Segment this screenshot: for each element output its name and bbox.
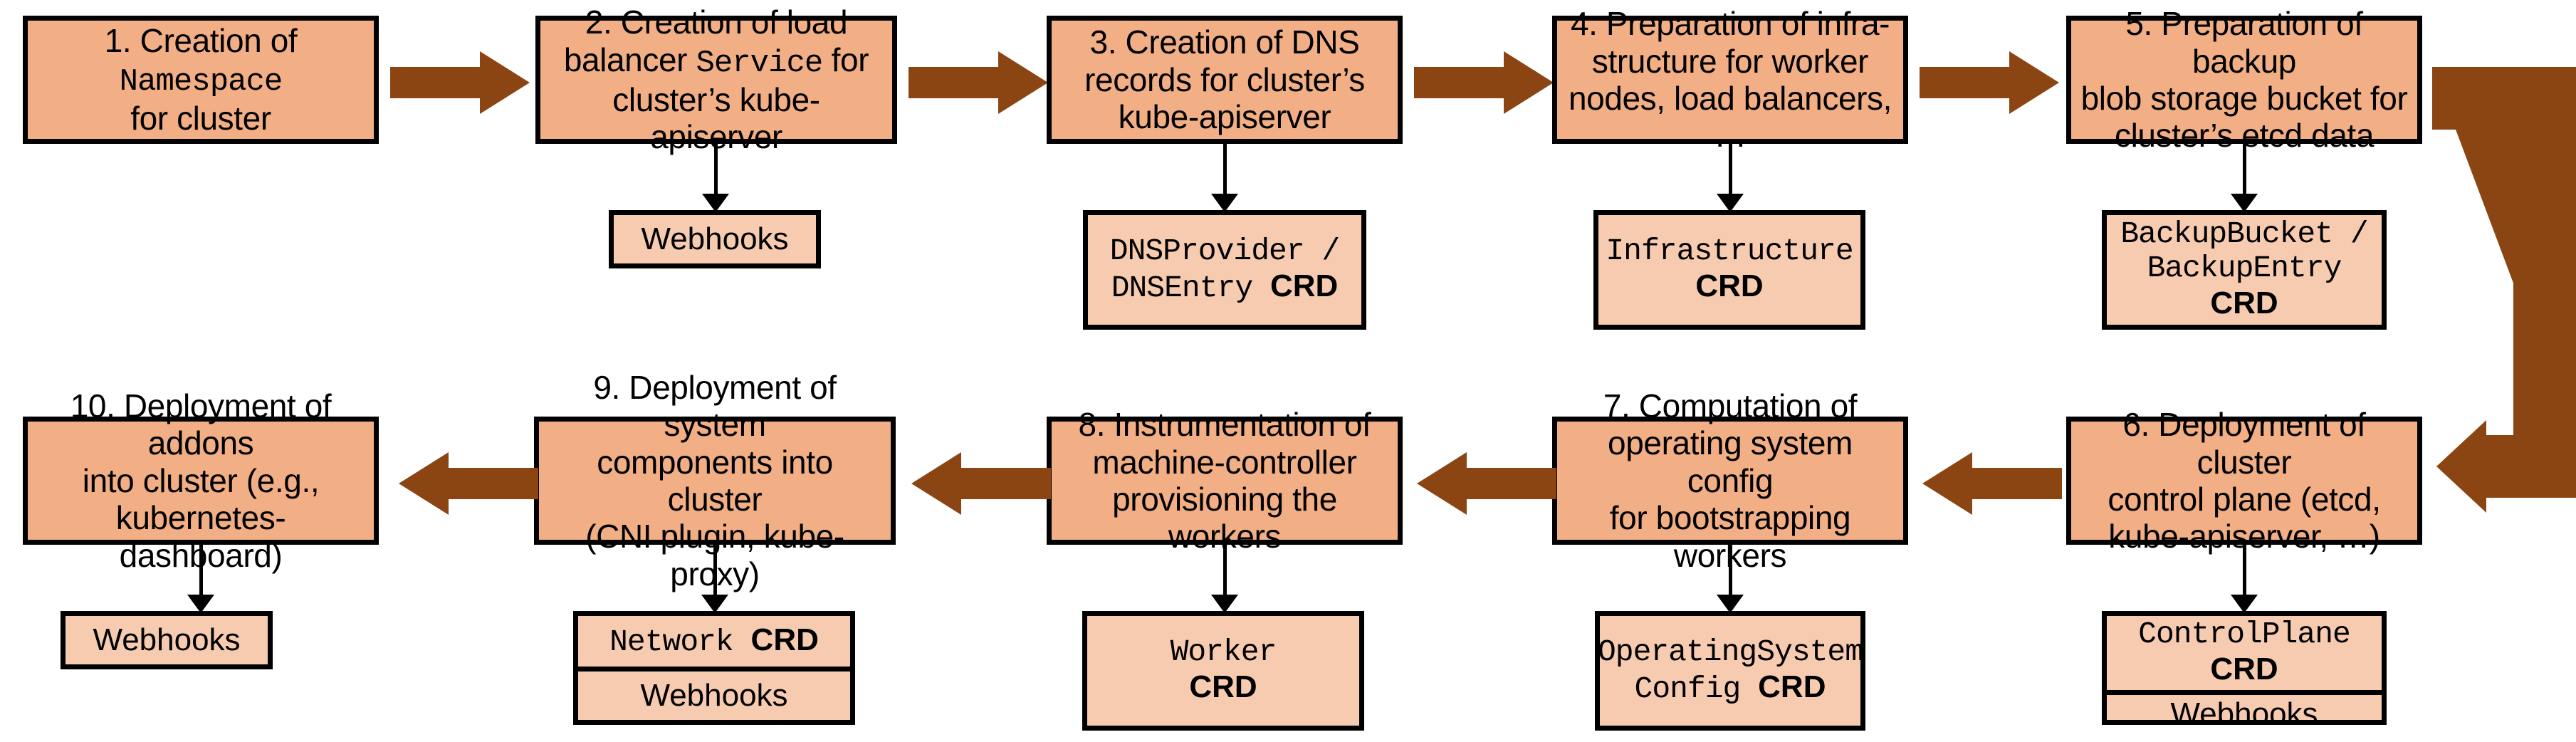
connector-5-sub-arrowhead (2231, 194, 2258, 212)
flow-arrow-6-7 (1922, 452, 2062, 515)
sub-row-network-webhooks: Webhooks (578, 666, 850, 720)
connector-3-sub (1223, 144, 1227, 202)
connector-7-sub-arrowhead (1717, 595, 1744, 613)
flow-arrow-5-6 (2432, 51, 2576, 528)
sub-label-controlplane-webhooks: Webhooks (2170, 696, 2318, 732)
sub-row-webhooks: Webhooks (614, 215, 816, 263)
flow-arrow-7-8 (1417, 452, 1556, 515)
connector-4-sub-arrowhead (1717, 194, 1744, 212)
connector-5-sub (2243, 144, 2246, 202)
connector-7-sub (1729, 545, 1732, 603)
step-label-4: 4. Preparation of infra-structure for wo… (1568, 5, 1892, 155)
flow-arrow-9-10 (399, 452, 538, 515)
sub-box-10-webhooks[interactable]: Webhooks (61, 611, 273, 669)
sub-label-backup-crd: BackupBucket /BackupEntry CRD (2120, 216, 2368, 321)
connector-6-sub (2243, 545, 2246, 603)
connector-3-sub-arrowhead (1211, 194, 1238, 212)
sub-box-2-webhooks[interactable]: Webhooks (609, 210, 821, 268)
connector-8-sub (1223, 545, 1227, 603)
sub-label-network-webhooks: Webhooks (640, 678, 788, 714)
sub-row-dns-crd: DNSProvider /DNSEntry CRD (1088, 215, 1361, 325)
sub-box-3-dns-crd[interactable]: DNSProvider /DNSEntry CRD (1083, 210, 1366, 330)
sub-label-webhooks: Webhooks (641, 221, 789, 257)
flow-arrow-5-6-head (2432, 420, 2576, 513)
connector-9-sub (713, 545, 717, 603)
sub-row-controlplane-webhooks: Webhooks (2107, 690, 2382, 733)
connector-10-sub (199, 545, 203, 603)
connector-8-sub-arrowhead (1211, 595, 1238, 613)
sub-row-backup-crd: BackupBucket /BackupEntry CRD (2107, 215, 2382, 325)
sub-row-network-crd: Network CRD (578, 616, 850, 667)
flow-arrow-1-2 (390, 51, 530, 114)
connector-4-sub (1729, 144, 1732, 202)
connector-10-sub-arrowhead (187, 595, 214, 613)
sub-label-network-crd: Network CRD (609, 622, 819, 660)
sub-label-addons-webhooks: Webhooks (93, 622, 241, 658)
flow-arrow-2-3 (909, 51, 1048, 114)
flow-arrow-3-4 (1414, 51, 1554, 114)
connector-2-sub (714, 144, 718, 202)
sub-label-controlplane-crd: ControlPlane CRD (2138, 617, 2351, 687)
sub-box-6-controlplane[interactable]: ControlPlane CRD Webhooks (2102, 611, 2387, 731)
step-box-4[interactable]: 4. Preparation of infra-structure for wo… (1552, 5, 1908, 154)
flow-arrow-4-5 (1920, 51, 2059, 114)
sub-row-addons-webhooks: Webhooks (66, 616, 268, 664)
flow-arrow-8-9 (911, 452, 1051, 515)
connector-9-sub-arrowhead (701, 595, 728, 613)
sub-row-controlplane-crd: ControlPlane CRD (2107, 616, 2382, 690)
sub-box-9-network[interactable]: Network CRD Webhooks (573, 611, 855, 725)
connector-2-sub-arrowhead (702, 194, 729, 212)
sub-label-dns-crd: DNSProvider /DNSEntry CRD (1109, 233, 1340, 305)
sub-box-5-backup-crd[interactable]: BackupBucket /BackupEntry CRD (2102, 210, 2387, 330)
connector-6-sub-arrowhead (2231, 595, 2258, 613)
